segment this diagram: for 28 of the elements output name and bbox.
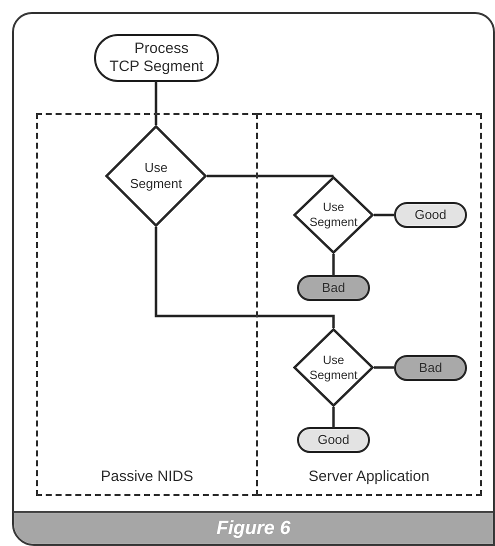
diamond-label: Use Segment [308,200,359,230]
diamond-label: Use Segment [308,352,359,382]
connector-line [332,407,335,427]
diamond-label: Use Segment [128,160,184,192]
pill-label: Bad [320,280,346,296]
decision-diamond [105,125,207,227]
terminal-pill [394,355,467,381]
pill-label: Good [316,432,350,448]
terminal-pill [94,34,219,82]
connector-line [332,254,335,275]
pill-label: Bad [418,360,444,376]
figure-caption: Figure 6 [216,518,290,540]
connector-line [374,366,394,369]
pill-label: Process TCP Segment [108,40,204,76]
decision-diamond [293,328,374,407]
connector-line [207,174,335,178]
region-label: Server Application [308,468,430,486]
region-label: Passive NIDS [100,468,194,486]
connector-line [154,227,335,328]
dashed-region [36,113,258,496]
terminal-pill [394,202,467,228]
terminal-pill [297,275,370,301]
pill-label: Good [414,207,448,223]
decision-diamond [293,176,374,254]
connector-line [154,82,158,125]
terminal-pill [297,427,370,453]
connector-line [374,214,394,216]
dashed-region [256,113,482,496]
